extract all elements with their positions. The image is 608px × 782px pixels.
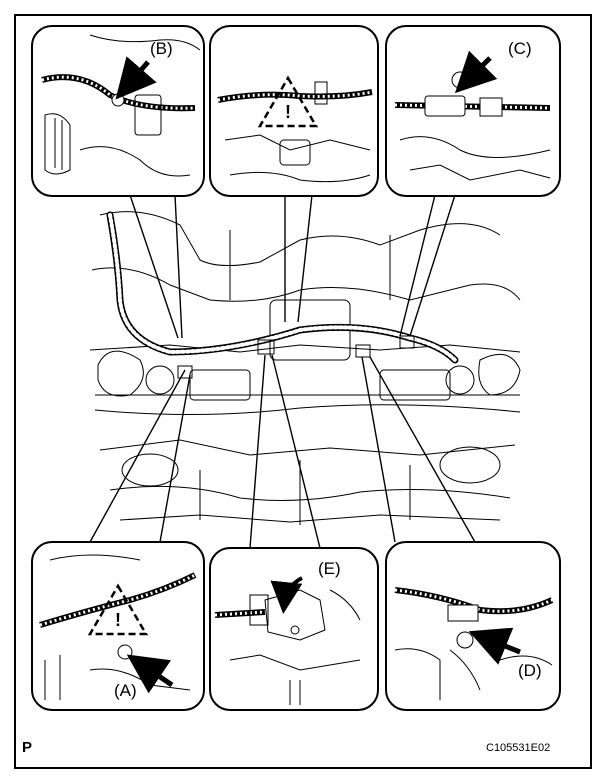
callout-a: (A) [114,681,137,700]
inset-d [385,541,561,711]
callout-c: (C) [508,39,532,58]
inset-c [385,25,561,197]
warning-triangle-icon-a [87,583,149,636]
inset-e [209,547,379,711]
callout-b: (B) [150,39,173,58]
warning-triangle-icon [257,75,319,128]
callout-e: (E) [318,559,341,578]
inset-top-center: ! [209,25,379,197]
main-view [89,211,521,525]
callout-d: (D) [518,661,542,680]
svg-text:!: ! [115,610,121,630]
svg-text:!: ! [285,102,291,122]
leader-lines [89,194,476,549]
inset-a: ! [31,541,205,711]
inset-b [31,25,205,197]
figure-code: C105531E02 [486,742,551,754]
corner-mark: P [22,739,33,756]
